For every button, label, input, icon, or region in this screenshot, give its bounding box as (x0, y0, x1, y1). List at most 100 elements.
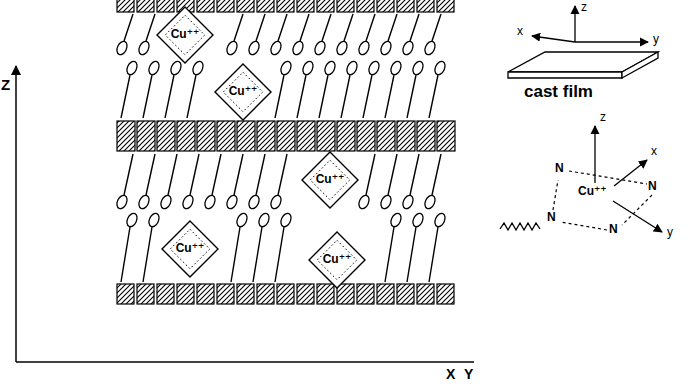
amphiphile (269, 154, 287, 210)
axis-label: z (600, 111, 606, 125)
hatch-block (197, 121, 215, 151)
alkyl-tail (432, 154, 441, 195)
polar-head (269, 40, 283, 56)
polar-head (137, 40, 151, 56)
hatch-row (117, 284, 454, 304)
alkyl-tail (297, 75, 306, 118)
amphiphile (225, 154, 243, 210)
cast-film-axes (532, 6, 648, 42)
polar-head (169, 60, 183, 76)
axis-line (574, 6, 575, 42)
bond-dashed (553, 180, 558, 210)
polar-head (125, 60, 139, 76)
diamond-shape (157, 7, 213, 63)
hatch-block (337, 0, 354, 12)
hatch-block (177, 284, 194, 304)
amphiphile (137, 154, 155, 210)
hatch-block (157, 284, 174, 304)
polar-head (423, 194, 437, 210)
polar-head (411, 212, 425, 228)
polar-head (433, 212, 447, 228)
axis-line (594, 126, 595, 183)
polar-head (247, 40, 261, 56)
hatch-block (377, 0, 394, 12)
caption-label: cast film (524, 82, 593, 102)
ion-label: Cu⁺⁺ (323, 253, 352, 267)
amphiphile-molecules (115, 14, 447, 282)
hatch-block (357, 0, 374, 12)
amphiphile (269, 14, 287, 56)
polar-head (389, 212, 403, 228)
atom-label: Cu⁺⁺ (578, 185, 607, 199)
coordination-dots (310, 160, 349, 199)
polar-head (335, 40, 349, 56)
amphiphile (115, 14, 133, 56)
amphiphile (319, 60, 337, 118)
alkyl-tail (429, 75, 438, 118)
amphiphile (275, 60, 293, 118)
alkyl-tail (410, 154, 419, 195)
atom-label: N (555, 162, 564, 176)
ion-label: Cu⁺⁺ (229, 85, 258, 99)
alkyl-tail (256, 14, 265, 41)
ion-label: Cu⁺⁺ (176, 242, 205, 256)
axes-main (16, 66, 474, 362)
hatch-block (397, 0, 414, 12)
hatch-block (117, 0, 134, 12)
hatch-block (257, 284, 274, 304)
alkyl-tail (121, 227, 130, 282)
hatch-block (437, 121, 455, 151)
polar-head (279, 60, 293, 76)
hatch-block (217, 0, 234, 12)
hatch-block (277, 0, 294, 12)
hatched-layer (117, 0, 455, 304)
polar-head (367, 60, 381, 76)
alkyl-tail (366, 154, 375, 195)
hatch-block (157, 0, 174, 12)
alkyl-tail (275, 75, 284, 118)
alkyl-tail (168, 154, 177, 195)
alkyl-tail (275, 227, 284, 282)
cast-film-slab (508, 52, 658, 78)
amphiphile (341, 60, 359, 118)
polar-head (147, 212, 161, 228)
hatch-block (277, 284, 294, 304)
amphiphile (225, 14, 243, 56)
molecule-row (121, 212, 447, 282)
alkyl-tail (124, 154, 133, 195)
amphiphile (401, 14, 419, 56)
amphiphile (423, 154, 441, 210)
amphiphile (407, 60, 425, 118)
alkyl-tail (143, 75, 152, 118)
ion-label: Cu⁺⁺ (316, 173, 345, 187)
alkyl-tail (407, 75, 416, 118)
amphiphile (121, 212, 139, 282)
amphiphile (121, 60, 139, 118)
alkyl-tail (319, 75, 328, 118)
hatch-block (437, 0, 454, 12)
hatch-block (237, 121, 255, 151)
amphiphile (137, 14, 155, 56)
polar-head (203, 194, 217, 210)
atom-label: N (648, 180, 657, 194)
hatch-block (217, 121, 235, 151)
hatch-block (377, 121, 395, 151)
axis-line (532, 36, 575, 42)
alkyl-tail (146, 154, 155, 195)
alkyl-tail (322, 14, 331, 41)
copper-complex-diamond: Cu⁺⁺ (214, 63, 272, 121)
amphiphile (385, 212, 403, 282)
copper-complex-diamond: Cu⁺⁺ (161, 220, 219, 278)
hatch-block (317, 121, 335, 151)
coordination-dots (165, 15, 204, 54)
axis-label: y (653, 33, 659, 47)
axis-label: y (667, 226, 673, 240)
alkyl-tail (407, 227, 416, 282)
hatch-block (277, 121, 295, 151)
polar-head (357, 194, 371, 210)
slab-side (622, 52, 658, 78)
slab-front (508, 72, 622, 78)
alkyl-tail (363, 75, 372, 118)
amphiphile (357, 14, 375, 56)
